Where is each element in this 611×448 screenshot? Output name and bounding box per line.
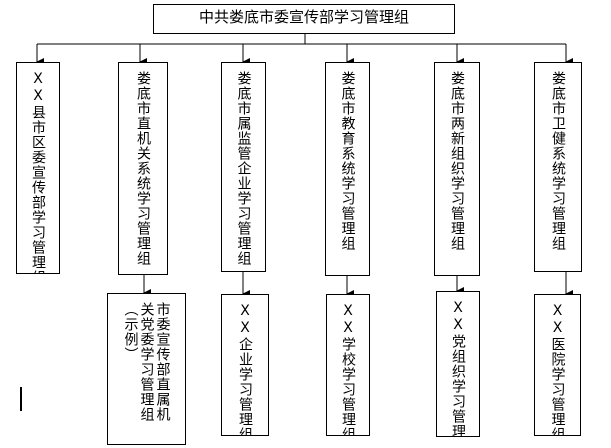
level1-label-education: 娄底市教育系统学习管理组 xyxy=(339,71,356,251)
title-text: 中共娄底市委宣传部学习管理组 xyxy=(198,8,409,26)
level2-box-party-organization: XX党组织学习管理组 xyxy=(436,291,480,437)
level2-label-school: XX学校学习管理组 xyxy=(340,303,356,436)
level2-box-enterprise: XX企业学习管理组 xyxy=(221,294,269,436)
level1-label-health: 娄底市卫健系统学习管理组 xyxy=(550,71,566,251)
level2-label-party-organization: XX党组织学习管理组 xyxy=(450,300,466,437)
level1-box-enterprises: 娄底市属监管企业学习管理组 xyxy=(221,62,266,272)
level2-label-organs-party-committee: 市委宣传部直属机关党委学习管理组（示例） xyxy=(122,302,171,422)
level2-box-hospital: XX医院学习管理组 xyxy=(534,294,581,436)
level2-label-hospital: XX医院学习管理组 xyxy=(549,303,566,436)
level1-label-enterprises: 娄底市属监管企业学习管理组 xyxy=(235,71,252,266)
level1-box-health: 娄底市卫健系统学习管理组 xyxy=(534,62,582,272)
level1-box-education: 娄底市教育系统学习管理组 xyxy=(325,62,370,276)
title-box: 中共娄底市委宣传部学习管理组 xyxy=(153,4,455,34)
level1-label-municipal-organs: 娄底市直机关系统学习管理组 xyxy=(135,71,151,266)
level2-box-organs-party-committee: 市委宣传部直属机关党委学习管理组（示例） xyxy=(107,293,186,445)
level1-box-county: XX县市区委宣传部学习管理组 xyxy=(16,62,60,274)
level2-label-enterprise: XX企业学习管理组 xyxy=(237,303,253,436)
level2-box-school: XX学校学习管理组 xyxy=(326,294,370,436)
level1-label-new-organizations: 娄底市两新组织学习管理组 xyxy=(449,71,465,251)
level1-label-county: XX县市区委宣传部学习管理组 xyxy=(30,71,46,274)
text-cursor xyxy=(20,387,22,411)
level1-box-new-organizations: 娄底市两新组织学习管理组 xyxy=(434,62,480,276)
level1-box-municipal-organs: 娄底市直机关系统学习管理组 xyxy=(118,62,168,275)
